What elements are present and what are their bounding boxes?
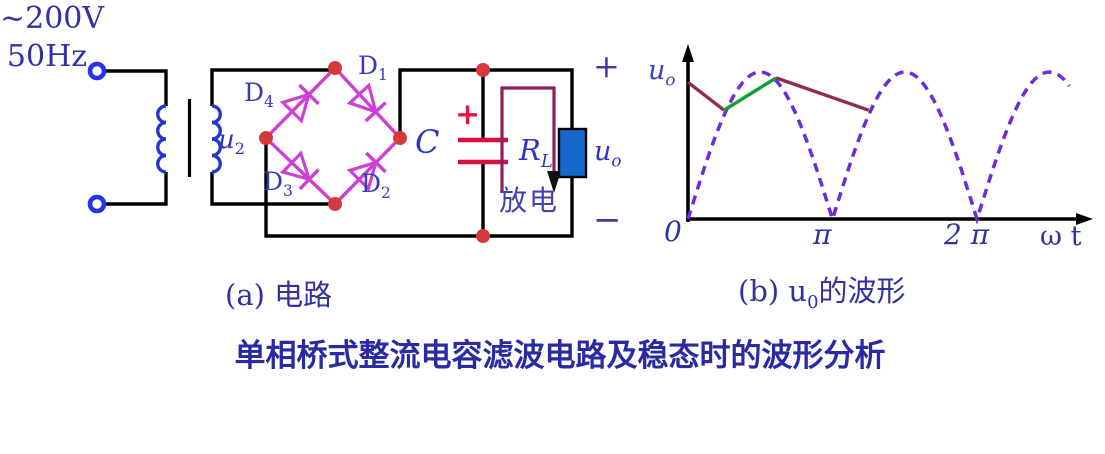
diode-D1-triangle	[346, 82, 378, 115]
input-terminal-bottom	[87, 194, 107, 214]
figure-title: 单相桥式整流电容滤波电路及稳态时的波形分析	[234, 338, 886, 374]
caption-b: (b) u0的波形	[738, 274, 906, 313]
load-resistor	[557, 127, 588, 179]
diode-D2	[346, 151, 387, 192]
diode-D2-triangle	[346, 160, 379, 192]
primary-bottom-lead	[104, 172, 168, 206]
waveform-origin-tick: 0	[664, 215, 682, 248]
source-voltage-label: ~200V 50Hz	[0, 0, 105, 76]
node-left	[259, 131, 273, 145]
rectified-sine-dashed-curve	[686, 70, 1071, 225]
caption-a: (a) 电路	[225, 278, 333, 312]
discharge-segment-1	[686, 80, 726, 112]
waveform-x-axis-label: ω t	[1040, 221, 1082, 252]
output-plus-sign: +	[593, 47, 620, 85]
bridge-diodes	[279, 82, 387, 192]
diode-D3	[279, 150, 320, 191]
secondary-top-lead	[210, 68, 335, 106]
waveform-pi-tick: π	[813, 218, 832, 251]
diode-D4-cathode-bar	[298, 83, 320, 106]
charge-segment	[723, 76, 777, 112]
waveform-axes	[686, 58, 1080, 222]
diode-D1	[346, 82, 387, 123]
capacitor-label: C	[415, 123, 440, 161]
primary-coil	[156, 104, 167, 174]
diode-d3-label: D3	[263, 167, 293, 200]
output-voltage-label: uo	[594, 136, 622, 171]
waveform-2pi-tick: 2 π	[944, 218, 990, 251]
secondary-voltage-label: u2	[218, 125, 245, 159]
discharge-path	[500, 86, 561, 193]
x-axis-arrow	[1076, 213, 1093, 225]
input-terminal-top	[87, 61, 107, 81]
diode-D4	[279, 83, 320, 124]
node-bottom	[328, 197, 342, 211]
secondary-coil	[211, 104, 222, 174]
discharge-segment-2	[775, 76, 870, 112]
y-axis-arrow	[682, 44, 694, 62]
secondary-bottom-lead	[210, 172, 335, 206]
diode-D4-triangle	[279, 92, 312, 124]
diode-D2-cathode-bar	[365, 151, 387, 174]
waveform-y-axis-label: uo	[648, 55, 676, 90]
discharge-text-label: 放电	[499, 184, 560, 217]
output-minus-sign: −	[593, 200, 622, 240]
node-top	[328, 61, 342, 75]
node-right	[393, 131, 407, 145]
diode-D1-cathode-bar	[364, 101, 387, 123]
diode-D3-cathode-bar	[298, 168, 320, 191]
diode-D3-triangle	[279, 150, 312, 182]
discharge-arrowhead	[547, 171, 561, 193]
node-cap-bottom	[476, 229, 490, 243]
source-frequency-line2: 50Hz	[6, 39, 88, 74]
negative-rail	[264, 138, 574, 238]
junction-dots	[259, 61, 490, 243]
capacitor-polarity-sign: +	[455, 97, 481, 132]
discharge-loop	[500, 86, 556, 192]
diode-d2-label: D2	[361, 169, 391, 202]
node-cap-top	[476, 63, 490, 77]
source-voltage-line1: ~200V	[0, 1, 105, 36]
diode-d4-label: D4	[244, 78, 274, 111]
primary-top-lead	[104, 69, 168, 106]
capacitor	[458, 137, 508, 165]
load-resistor-label: RL	[519, 133, 553, 172]
transformer-group	[87, 61, 222, 214]
diode-d1-label: D1	[358, 51, 388, 84]
